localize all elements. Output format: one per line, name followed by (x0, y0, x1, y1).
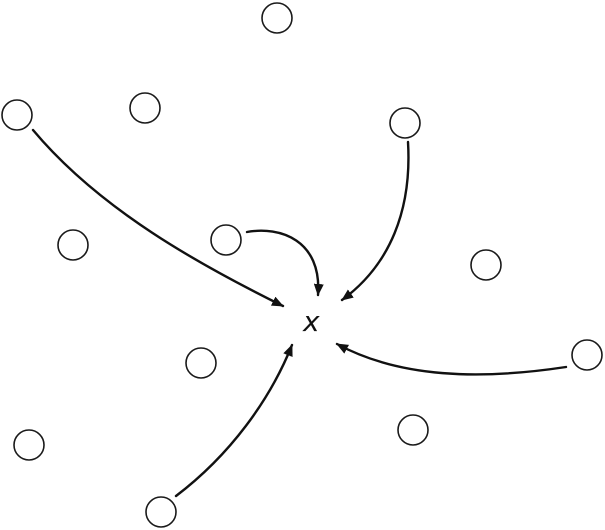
node-top (261, 2, 293, 34)
node-upper-right (389, 107, 421, 139)
node-left (57, 229, 89, 261)
node-lower-right (397, 414, 429, 446)
node-right (470, 249, 502, 281)
node-lower-center-left (185, 347, 217, 379)
arrow-from-near-center (245, 229, 324, 297)
node-upper-left-inner (129, 92, 161, 124)
node-upper-left-outer (1, 99, 33, 131)
center-label-x: x (302, 305, 320, 338)
arrow-from-bottom (174, 343, 294, 498)
arrow-from-upper-left (31, 128, 285, 308)
arrow-from-far-right (335, 342, 568, 376)
node-lower-left (13, 429, 45, 461)
node-bottom (145, 496, 177, 528)
node-near-center (210, 224, 242, 256)
arrow-from-upper-right (340, 140, 410, 302)
node-far-right (571, 339, 603, 371)
